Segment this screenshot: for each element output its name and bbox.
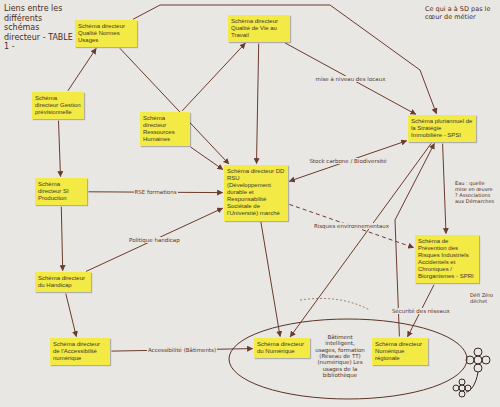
connector-arrow: [285, 43, 416, 114]
group-ellipse: Bâtiment intelligent, usages, formation …: [228, 318, 468, 400]
handwritten-note: Défi Zéro déchet: [470, 292, 498, 304]
connector-arrow: [261, 222, 280, 337]
sticky-note: Schéma directeur Gestion prévisionnelle: [32, 92, 84, 119]
note-text: Schéma directeur Numérique régionale: [375, 341, 425, 362]
ellipse-shape: [229, 319, 467, 399]
connector-label: RSE formations: [133, 189, 177, 195]
note-text: Schéma directeur Gestion prévisionnelle: [35, 95, 81, 116]
connector-arrow: [68, 49, 96, 91]
connector-arrow: [182, 43, 245, 111]
connector-arrow: [59, 121, 61, 177]
handwritten-note: Eau : quelle mise en œuvre ? Association…: [455, 180, 495, 204]
connector-label: Stock carbone / Biodiversité: [308, 158, 387, 164]
connector-arrow: [133, 5, 436, 114]
diagram-title: Liens entre les différents schémas direc…: [4, 4, 76, 52]
connector-label: Sécurité des réseaux: [391, 308, 451, 314]
sticky-note: Schéma directeur du Numérique: [254, 338, 310, 358]
connector-arrow: [191, 147, 223, 169]
sticky-note: Schéma directeur Ressources Humaines: [140, 112, 190, 146]
connector-arrow: [257, 44, 259, 164]
connector-arrow: [66, 294, 77, 337]
note-text: Schéma directeur Ressources Humaines: [143, 115, 187, 143]
sticky-note: Schéma pluriannuel de la Stratégie Immob…: [408, 115, 476, 142]
ellipse-outline: [228, 318, 468, 400]
flower-doodle: [453, 348, 490, 397]
note-text: Schéma directeur Qualité Normes Usages: [78, 23, 134, 44]
sticky-note: Schéma directeur de l'Accessibilité numé…: [50, 338, 110, 365]
note-text: Schéma directeur Qualité de Vie au Trava…: [231, 18, 287, 39]
group-text: Bâtiment intelligent, usages, formation …: [314, 334, 366, 378]
note-text: Schéma de Prévention des Risques Industr…: [418, 238, 476, 280]
sticky-note: Schéma de Prévention des Risques Industr…: [415, 235, 479, 283]
note-text: Schéma directeur de l'Accessibilité numé…: [53, 341, 107, 362]
note-text: Schéma directeur SI Production: [38, 181, 84, 202]
connector-arrow: [443, 144, 446, 234]
connector-arrow: [86, 208, 223, 271]
note-text: Schéma directeur du Handicap: [38, 275, 88, 289]
sticky-note: Schéma directeur du Handicap: [35, 272, 91, 292]
sticky-note: Schéma directeur Qualité de Vie au Trava…: [228, 15, 290, 42]
note-text: Schéma directeur DD RSU (Développement d…: [227, 168, 285, 218]
connector-label: mise à niveau des locaux: [315, 76, 387, 82]
connector-arrow: [120, 48, 229, 164]
sticky-note: Schéma directeur DD RSU (Développement d…: [224, 165, 288, 221]
connector-arrow: [61, 207, 62, 271]
connector-arrow: [289, 141, 406, 181]
connector-label: Risques environnementaux: [313, 223, 390, 229]
sticky-note: Schéma directeur SI Production: [35, 178, 87, 205]
connector-label: Politique handicap: [128, 237, 181, 243]
sticky-note: Schéma directeur Numérique régionale: [372, 338, 428, 365]
note-text: Schéma directeur du Numérique: [257, 341, 307, 355]
sticky-note: Schéma directeur Qualité Normes Usages: [75, 20, 137, 47]
note-text: Schéma pluriannuel de la Stratégie Immob…: [411, 118, 473, 139]
handwritten-note: Ce qui a à SD pas le cœur de métier: [425, 6, 495, 22]
connector-label: Accessibilité (Bâtiments): [147, 347, 217, 353]
